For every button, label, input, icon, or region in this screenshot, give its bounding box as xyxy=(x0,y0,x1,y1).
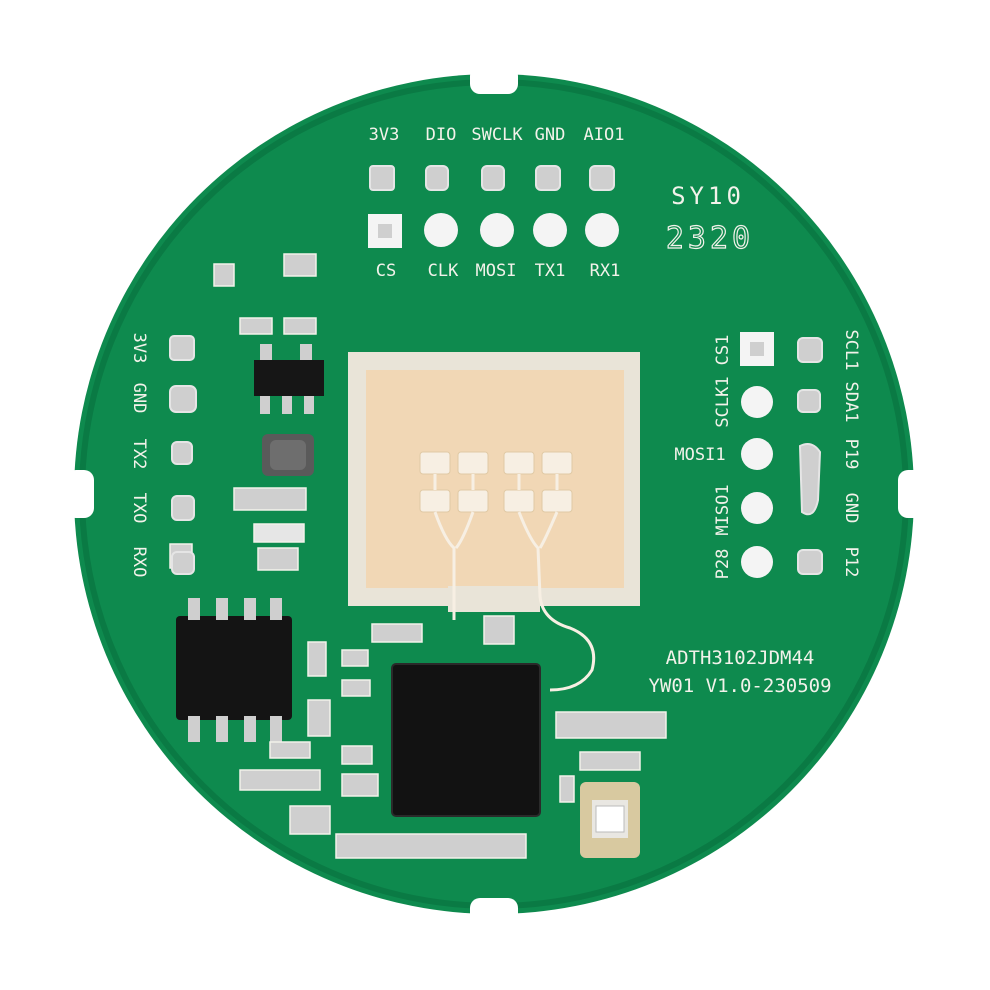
pin-label: SCL1 xyxy=(841,330,861,371)
pin-label: TX2 xyxy=(129,439,149,470)
board-notch xyxy=(66,470,94,518)
pin-label: GND xyxy=(535,125,566,145)
board-notch xyxy=(470,66,518,94)
pin-label: AIO1 xyxy=(584,125,625,145)
date-code-bottom: 2320 xyxy=(666,221,754,256)
board-notch xyxy=(898,470,926,518)
pin-label: P19 xyxy=(841,439,861,470)
pin-label: SDA1 xyxy=(841,382,861,423)
pin-label: P28 xyxy=(713,549,733,580)
pin-label: GND xyxy=(129,383,149,414)
radar-antenna xyxy=(348,352,640,692)
pin-label: TX1 xyxy=(535,261,566,281)
left-header: 3V3 GND TX2 TXO RXO xyxy=(129,333,197,578)
board-version: YW01 V1.0-230509 xyxy=(648,675,831,697)
pin-label: MISO1 xyxy=(713,484,733,535)
pin-label: SCLK1 xyxy=(713,376,733,427)
right-header: CS1 SCLK1 MOSI1 MISO1 P28 SCL1 SDA1 P19 … xyxy=(674,330,861,580)
pin-label: RXO xyxy=(129,547,149,578)
flash-chip xyxy=(176,598,292,742)
pin-label: CS1 xyxy=(713,335,733,366)
pin-label: GND xyxy=(841,493,861,524)
pin-label: MOSI xyxy=(476,261,517,281)
voltage-regulator xyxy=(254,344,324,414)
pin-label: DIO xyxy=(426,125,457,145)
board-notch xyxy=(470,898,518,926)
microphone xyxy=(580,782,640,858)
pin-label: 3V3 xyxy=(129,333,149,364)
pin-label: P12 xyxy=(841,547,861,578)
pin-label: CS xyxy=(376,261,396,281)
pin-label: SWCLK xyxy=(471,125,523,145)
pin-label: CLK xyxy=(428,261,459,281)
pin-label: MOSI1 xyxy=(674,445,725,465)
top-header: 3V3 DIO SWCLK GND AIO1 CS CLK MOSI TX1 R… xyxy=(368,125,624,281)
pin-label: TXO xyxy=(129,493,149,524)
smd-components xyxy=(169,253,667,859)
pin-label: RX1 xyxy=(590,261,621,281)
board-model: ADTH3102JDM44 xyxy=(666,647,815,669)
radar-chip xyxy=(392,664,540,816)
pin-label: 3V3 xyxy=(369,125,400,145)
date-code-top: SY10 xyxy=(671,182,745,210)
